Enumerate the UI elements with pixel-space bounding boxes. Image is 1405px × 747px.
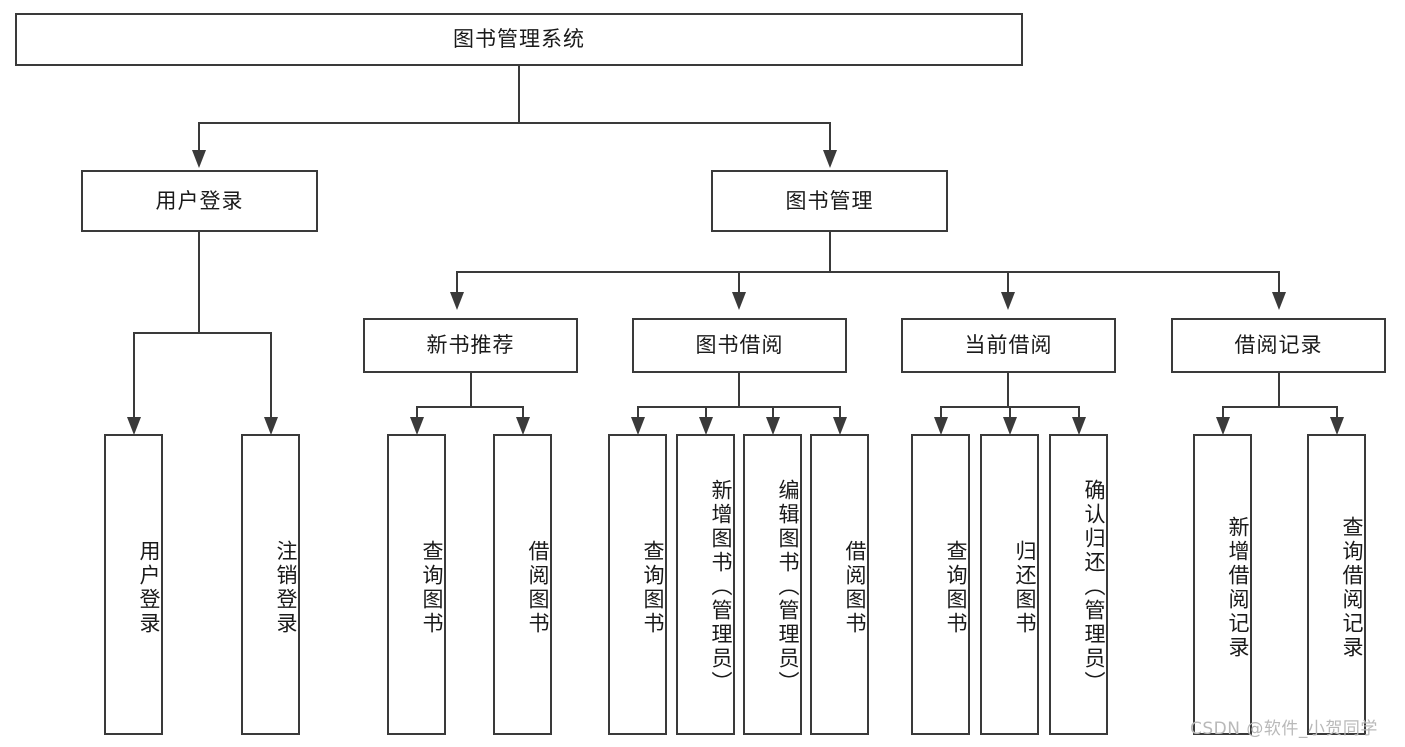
leaf-query-borrow-record[interactable]: 查询借阅记录 [1307, 434, 1366, 735]
node-label: 归还图书 [1013, 539, 1037, 636]
connector-new-book-recommend-stem [470, 373, 472, 408]
connector-root-stem [518, 66, 520, 123]
node-label: 查询图书 [944, 539, 968, 636]
arrow-root-to-book-management [823, 150, 837, 168]
node-label: 当前借阅 [964, 333, 1053, 358]
connector-book-management-stem [829, 232, 831, 273]
leaf-confirm-return-admin[interactable]: 确认归还（管理员） [1049, 434, 1108, 735]
connector-nbr-leaf-2 [522, 406, 524, 419]
leaf-query-book-current[interactable]: 查询图书 [911, 434, 970, 735]
connector-book-borrow-stem [738, 373, 740, 408]
leaf-borrow-book[interactable]: 借阅图书 [810, 434, 869, 735]
arrow-cb-leaf-2 [1003, 417, 1017, 435]
node-user-login[interactable]: 用户登录 [81, 170, 318, 232]
arrow-bb-leaf-4 [833, 417, 847, 435]
connector-bb-leaf-2 [705, 406, 707, 419]
arrow-bb-leaf-3 [766, 417, 780, 435]
arrow-cb-leaf-1 [934, 417, 948, 435]
arrow-bb-leaf-1 [631, 417, 645, 435]
connector-user-login-stem [198, 232, 200, 333]
node-book-management[interactable]: 图书管理 [711, 170, 948, 232]
connector-cb-leaf-3 [1078, 406, 1080, 419]
arrow-to-borrow-record [1272, 292, 1286, 310]
node-new-book-recommend[interactable]: 新书推荐 [363, 318, 578, 373]
leaf-borrow-book-recommend[interactable]: 借阅图书 [493, 434, 552, 735]
node-label: 查询图书 [420, 539, 444, 636]
arrow-bb-leaf-2 [699, 417, 713, 435]
arrow-nbr-leaf-1 [410, 417, 424, 435]
arrow-root-to-user-login [192, 150, 206, 168]
node-label: 用户登录 [155, 188, 244, 213]
connector-borrow-record-bar [1222, 406, 1336, 408]
connector-to-borrow-record [1278, 271, 1280, 294]
connector-new-book-recommend-bar [416, 406, 524, 408]
connector-book-borrow-bar [637, 406, 841, 408]
connector-borrow-record-stem [1278, 373, 1280, 408]
node-label: 借阅图书 [526, 539, 550, 636]
connector-user-login-to-leaf-1 [133, 332, 135, 419]
node-borrow-record[interactable]: 借阅记录 [1171, 318, 1386, 373]
node-label: 查询借阅记录 [1340, 515, 1364, 660]
arrow-nbr-leaf-2 [516, 417, 530, 435]
connector-cb-leaf-1 [940, 406, 942, 419]
connector-br-leaf-2 [1336, 406, 1338, 419]
node-label: 用户登录 [137, 539, 161, 636]
connector-to-book-borrow [738, 271, 740, 294]
leaf-logout[interactable]: 注销登录 [241, 434, 300, 735]
connector-current-borrow-stem [1007, 373, 1009, 408]
leaf-query-book-recommend[interactable]: 查询图书 [387, 434, 446, 735]
arrow-cb-leaf-3 [1072, 417, 1086, 435]
connector-bb-leaf-4 [839, 406, 841, 419]
node-label: 确认归还（管理员） [1082, 478, 1106, 695]
node-label: 借阅记录 [1234, 333, 1323, 358]
node-label: 图书借阅 [695, 333, 784, 358]
node-root-book-management-system[interactable]: 图书管理系统 [15, 13, 1023, 66]
node-current-borrow[interactable]: 当前借阅 [901, 318, 1116, 373]
connector-nbr-leaf-1 [416, 406, 418, 419]
node-label: 查询图书 [641, 539, 665, 636]
connector-root-to-book-management [829, 122, 831, 152]
node-label: 图书管理 [785, 188, 874, 213]
arrow-to-new-book-recommend [450, 292, 464, 310]
leaf-query-book-borrow[interactable]: 查询图书 [608, 434, 667, 735]
connector-user-login-bar [133, 332, 272, 334]
connector-user-login-to-leaf-2 [270, 332, 272, 419]
node-label: 新增借阅记录 [1226, 515, 1250, 660]
connector-level3-bar [456, 271, 1280, 273]
connector-bb-leaf-3 [772, 406, 774, 419]
connector-cb-leaf-2 [1009, 406, 1011, 419]
node-label: 编辑图书（管理员） [776, 478, 800, 695]
leaf-add-book-admin[interactable]: 新增图书（管理员） [676, 434, 735, 735]
connector-to-current-borrow [1007, 271, 1009, 294]
connector-bb-leaf-1 [637, 406, 639, 419]
arrow-user-login-to-leaf-1 [127, 417, 141, 435]
leaf-add-borrow-record[interactable]: 新增借阅记录 [1193, 434, 1252, 735]
leaf-user-login[interactable]: 用户登录 [104, 434, 163, 735]
node-label: 新增图书（管理员） [709, 478, 733, 695]
arrow-to-book-borrow [732, 292, 746, 310]
arrow-user-login-to-leaf-2 [264, 417, 278, 435]
arrow-br-leaf-1 [1216, 417, 1230, 435]
node-book-borrow[interactable]: 图书借阅 [632, 318, 847, 373]
leaf-edit-book-admin[interactable]: 编辑图书（管理员） [743, 434, 802, 735]
node-label: 图书管理系统 [453, 27, 585, 52]
node-label: 新书推荐 [426, 333, 515, 358]
arrow-to-current-borrow [1001, 292, 1015, 310]
csdn-watermark: CSDN @软件_小贺同学 [1190, 719, 1378, 739]
leaf-return-book[interactable]: 归还图书 [980, 434, 1039, 735]
node-label: 注销登录 [274, 539, 298, 636]
connector-to-new-book-recommend [456, 271, 458, 294]
arrow-br-leaf-2 [1330, 417, 1344, 435]
connector-root-to-user-login [198, 122, 200, 152]
connector-br-leaf-1 [1222, 406, 1224, 419]
node-label: 借阅图书 [843, 539, 867, 636]
connector-root-bar [198, 122, 831, 124]
